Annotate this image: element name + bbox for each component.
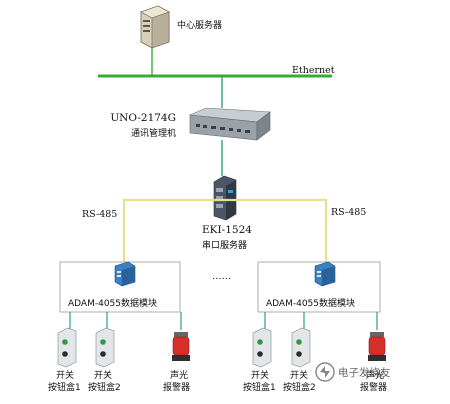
server-label: 中心服务器 — [177, 19, 222, 31]
device-label: 按钮盒2 — [88, 381, 121, 393]
module-label: ADAM-4055数据模块 — [266, 297, 355, 309]
device-label: 按钮盒2 — [283, 381, 316, 393]
server-icon — [140, 5, 170, 49]
serial-server-model: EKI-1524 — [202, 224, 252, 236]
computer-role: 通讯管理机 — [131, 127, 176, 139]
rs485-left-link — [122, 198, 222, 262]
device-label: 报警器 — [163, 381, 190, 393]
module-group-frame — [257, 261, 381, 313]
device-label: 开关 — [56, 369, 74, 381]
device-label: 开关 — [290, 369, 308, 381]
device-label: 开关 — [251, 369, 269, 381]
device-label: 报警器 — [360, 381, 387, 393]
button-box-icon — [291, 327, 311, 368]
adam-module-icon — [114, 261, 136, 287]
button-box-icon — [57, 327, 77, 368]
rs485-left-label: RS-485 — [82, 209, 117, 220]
module-group-1: ADAM-4055数据模块 — [59, 261, 182, 330]
device-label: 开关 — [94, 369, 112, 381]
watermark: 电子发烧友 — [315, 362, 391, 382]
rs485-right-label: RS-485 — [331, 207, 366, 218]
device-label: 按钮盒1 — [243, 381, 276, 393]
serial-server-role: 串口服务器 — [202, 239, 247, 251]
computer-model: UNO-2174G — [110, 112, 176, 124]
adam-module-icon — [314, 261, 336, 287]
alarm-light-icon — [172, 332, 190, 361]
watermark-text: 电子发烧友 — [338, 366, 391, 379]
device-label: 声光 — [366, 369, 384, 381]
alarm-light-icon — [368, 332, 386, 361]
serial-server-icon — [213, 175, 237, 221]
device-label: 声光 — [170, 369, 188, 381]
ethernet-label: Ethernet — [292, 65, 335, 76]
button-box-icon — [252, 327, 272, 368]
rs485-right-link — [222, 198, 328, 262]
module-group-frame — [59, 261, 181, 313]
module-group-2: ADAM-4055数据模块 — [257, 261, 381, 330]
module-label: ADAM-4055数据模块 — [68, 297, 157, 309]
button-box-icon — [95, 327, 115, 368]
industrial-computer-icon — [188, 107, 271, 141]
ellipsis: …… — [212, 271, 231, 282]
device-label: 按钮盒1 — [48, 381, 81, 393]
